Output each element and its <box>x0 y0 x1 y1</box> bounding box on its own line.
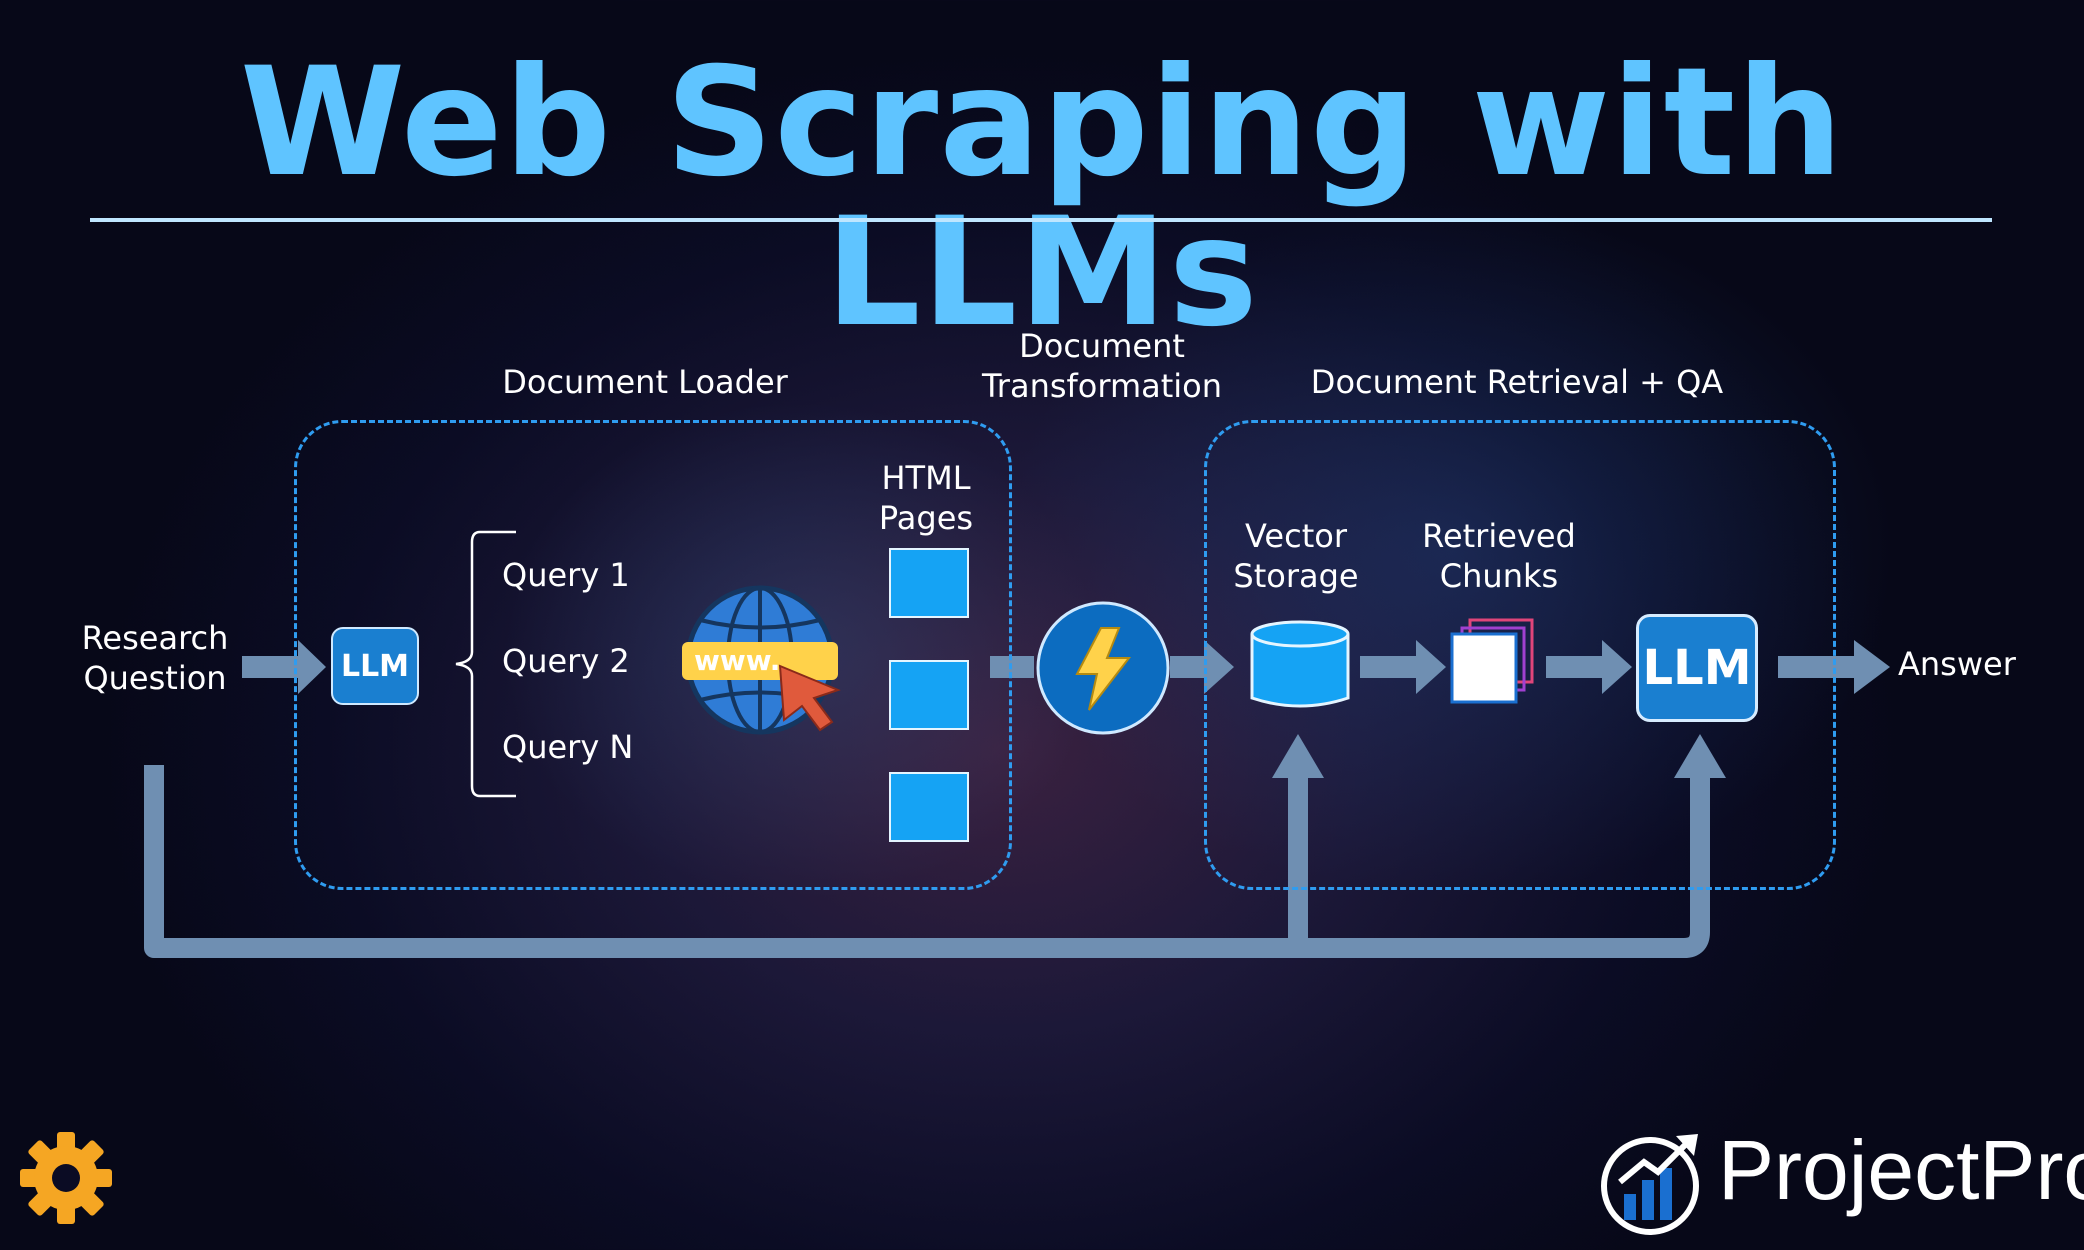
document-retrieval-box <box>1204 420 1836 890</box>
arrow-up-to-vector <box>1272 734 1324 778</box>
html-page-3 <box>889 772 969 842</box>
arrow-up-to-llm <box>1674 734 1726 778</box>
query-1: Query 1 <box>502 556 630 594</box>
answer-label: Answer <box>1898 645 2016 683</box>
llm-query-generator: LLM <box>331 627 419 705</box>
document-chunks-icon <box>1450 618 1534 704</box>
www-text: www. <box>694 644 780 677</box>
document-loader-label: Document Loader <box>502 363 788 401</box>
html-page-2 <box>889 660 969 730</box>
llm-answer-generator: LLM <box>1636 614 1758 722</box>
query-n: Query N <box>502 728 634 766</box>
feedback-loop <box>144 765 1710 958</box>
globe-www-icon: www. <box>682 585 841 735</box>
title-underline <box>90 218 1992 222</box>
gear-icon <box>20 1132 112 1224</box>
vector-database-icon <box>1250 620 1350 708</box>
arrow-chunks-to-llm <box>1546 656 1604 678</box>
arrow-question-to-llm <box>242 656 300 678</box>
arrow-pages-to-transform <box>990 656 1034 678</box>
lightning-transform-icon <box>1036 601 1170 735</box>
projectpro-logo-icon <box>1601 1134 1699 1235</box>
arrow-llm-to-answer <box>1778 656 1856 678</box>
query-2: Query 2 <box>502 642 630 680</box>
research-question-label: Research Question <box>81 619 229 697</box>
html-page-1 <box>889 548 969 618</box>
vector-storage-label: Vector Storage <box>1233 517 1359 595</box>
arrow-vector-to-chunks <box>1360 656 1418 678</box>
page-title: Web Scraping with LLMs <box>239 36 1845 360</box>
document-transformation-label: Document Transformation <box>981 327 1223 405</box>
document-loader-box <box>294 420 1012 890</box>
arrow-transform-to-vector <box>1170 656 1206 678</box>
brand-name: ProjectPro <box>1718 1123 2084 1217</box>
document-retrieval-qa-label: Document Retrieval + QA <box>1310 363 1724 401</box>
html-pages-label: HTML Pages <box>878 459 974 537</box>
retrieved-chunks-label: Retrieved Chunks <box>1422 517 1576 595</box>
brace-icon <box>455 530 516 798</box>
